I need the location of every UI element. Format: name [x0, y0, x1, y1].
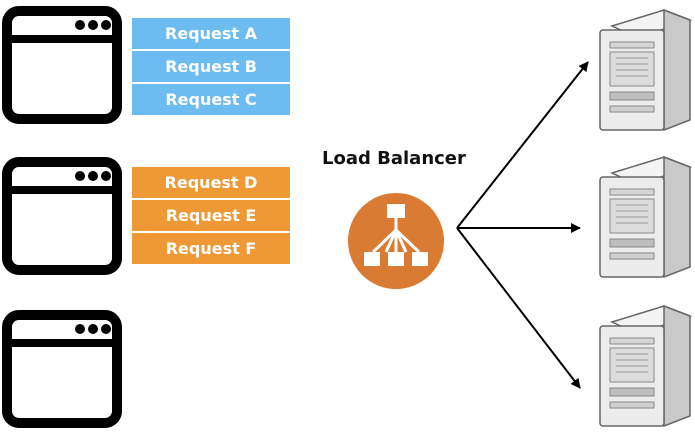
request-group-1: Request A Request B Request C: [132, 18, 290, 117]
load-balancer-label: Load Balancer: [322, 148, 466, 169]
client-browser-3: [2, 310, 122, 428]
browser-window-icon: [2, 157, 122, 275]
client-browser-1: [2, 6, 122, 124]
arrow-to-server-1: [456, 61, 589, 229]
server-3: [594, 302, 694, 432]
load-balancer-icon: [347, 192, 445, 294]
server-1: [594, 6, 694, 136]
request-c: Request C: [132, 84, 290, 115]
server-tower-icon: [599, 155, 693, 279]
request-f: Request F: [132, 233, 290, 264]
request-d: Request D: [132, 167, 290, 198]
request-e: Request E: [132, 200, 290, 231]
client-browser-2: [2, 157, 122, 275]
request-group-2: Request D Request E Request F: [132, 167, 290, 266]
browser-window-icon: [2, 6, 122, 124]
arrow-to-server-3: [456, 227, 581, 389]
server-tower-icon: [599, 8, 693, 132]
browser-window-icon: [2, 310, 122, 428]
server-tower-icon: [599, 304, 693, 428]
request-a: Request A: [132, 18, 290, 49]
request-b: Request B: [132, 51, 290, 82]
server-2: [594, 153, 694, 283]
